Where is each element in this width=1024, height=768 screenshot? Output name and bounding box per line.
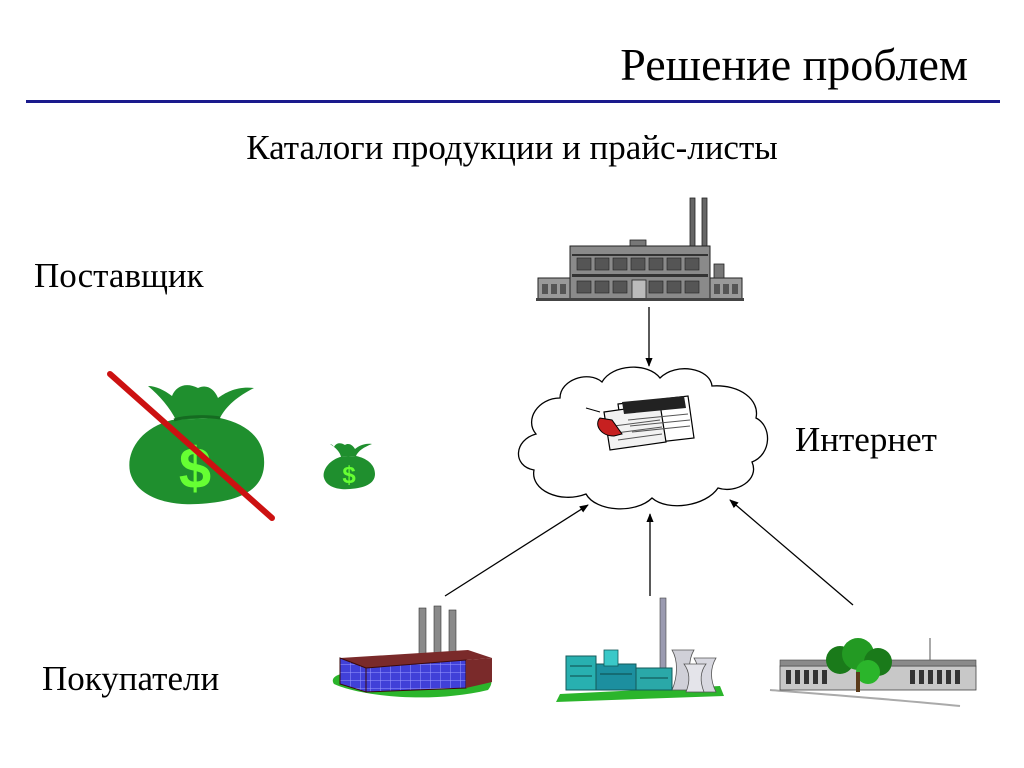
money-bag-large-icon: $ (129, 385, 265, 505)
buyer-factory-icon (332, 605, 492, 698)
supplier-factory-icon (536, 197, 744, 301)
buyers-label: Покупатели (42, 659, 220, 698)
buyer3-to-internet-arrow (729, 499, 854, 606)
title-rule (26, 100, 1000, 103)
crossout-line (107, 371, 275, 521)
supplier-label: Поставщик (34, 256, 204, 295)
slide-title: Решение проблем (620, 39, 968, 90)
buyer1-to-internet-arrow (444, 504, 589, 597)
buyer-office-building-icon (769, 638, 977, 707)
money-bag-small-icon: $ (323, 443, 375, 490)
svg-text:$: $ (342, 462, 356, 489)
internet-label: Интернет (795, 420, 937, 459)
buyer-power-plant-icon (556, 597, 724, 702)
catalog-newspaper-icon (585, 395, 695, 451)
slide-subtitle: Каталоги продукции и прайс-листы (246, 128, 778, 167)
